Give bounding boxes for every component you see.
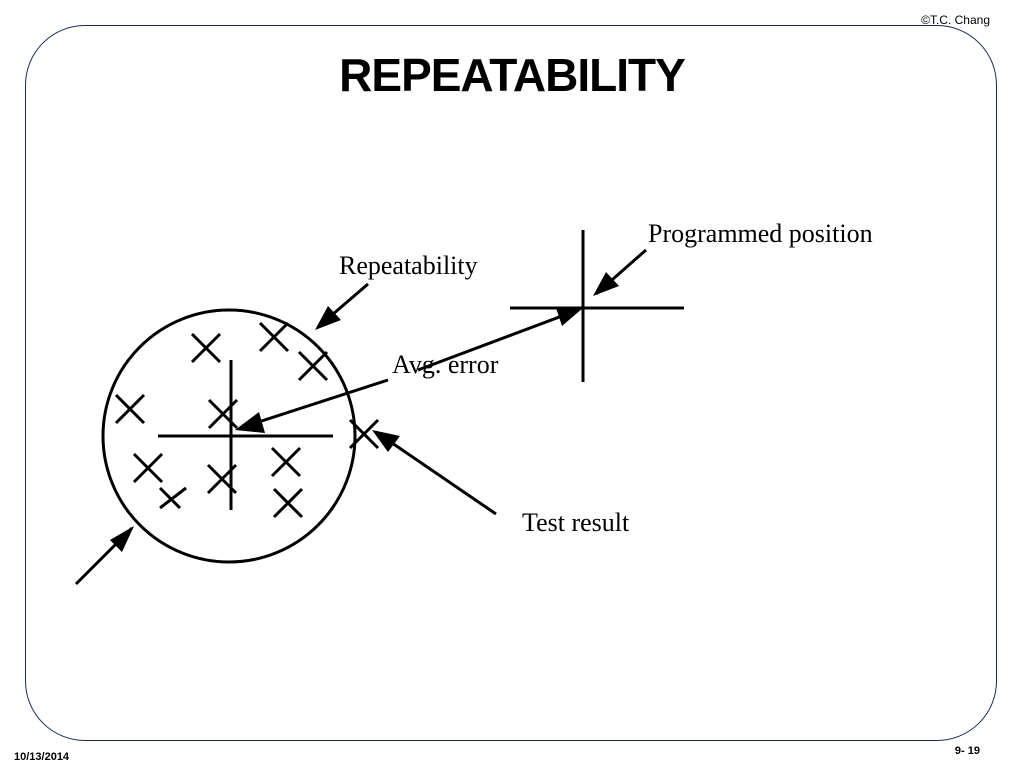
- slide-frame: [25, 25, 997, 741]
- arrowhead: [372, 430, 400, 452]
- arrowhead: [593, 272, 619, 296]
- test-result-mark: [206, 463, 238, 495]
- page-number: 9- 19: [954, 745, 980, 757]
- test-result-arrow: [375, 430, 497, 516]
- repeatability-circle: [101, 308, 357, 564]
- test-result-mark: [207, 398, 239, 430]
- test-result-mark: [158, 486, 187, 510]
- test-result-mark: [190, 332, 222, 364]
- test-result-mark: [132, 452, 164, 484]
- copyright-text: ©T.C. Chang: [921, 13, 990, 27]
- test-result-label: Test result: [522, 508, 630, 537]
- avg-error-arrow-to-programmed: [417, 308, 579, 372]
- test-result-mark: [272, 487, 304, 519]
- avg-error-label: Avg. error: [392, 350, 499, 379]
- test-result-mark: [258, 321, 290, 353]
- programmed-position-label: Programmed position: [648, 219, 873, 248]
- arrowhead: [110, 526, 134, 552]
- repeatability-label: Repeatability: [339, 251, 478, 280]
- arrowhead: [556, 308, 583, 326]
- arrowhead: [315, 306, 341, 330]
- slide-title: REPEATABILITY: [339, 49, 686, 101]
- test-result-mark: [114, 393, 146, 425]
- test-result-mark: [297, 350, 329, 382]
- avg-error-arrow-to-center: [239, 378, 389, 430]
- footer-date: 10/13/2014: [14, 751, 70, 763]
- arrowhead: [235, 412, 265, 433]
- test-result-mark: [270, 446, 302, 478]
- test-result-mark: [348, 418, 380, 450]
